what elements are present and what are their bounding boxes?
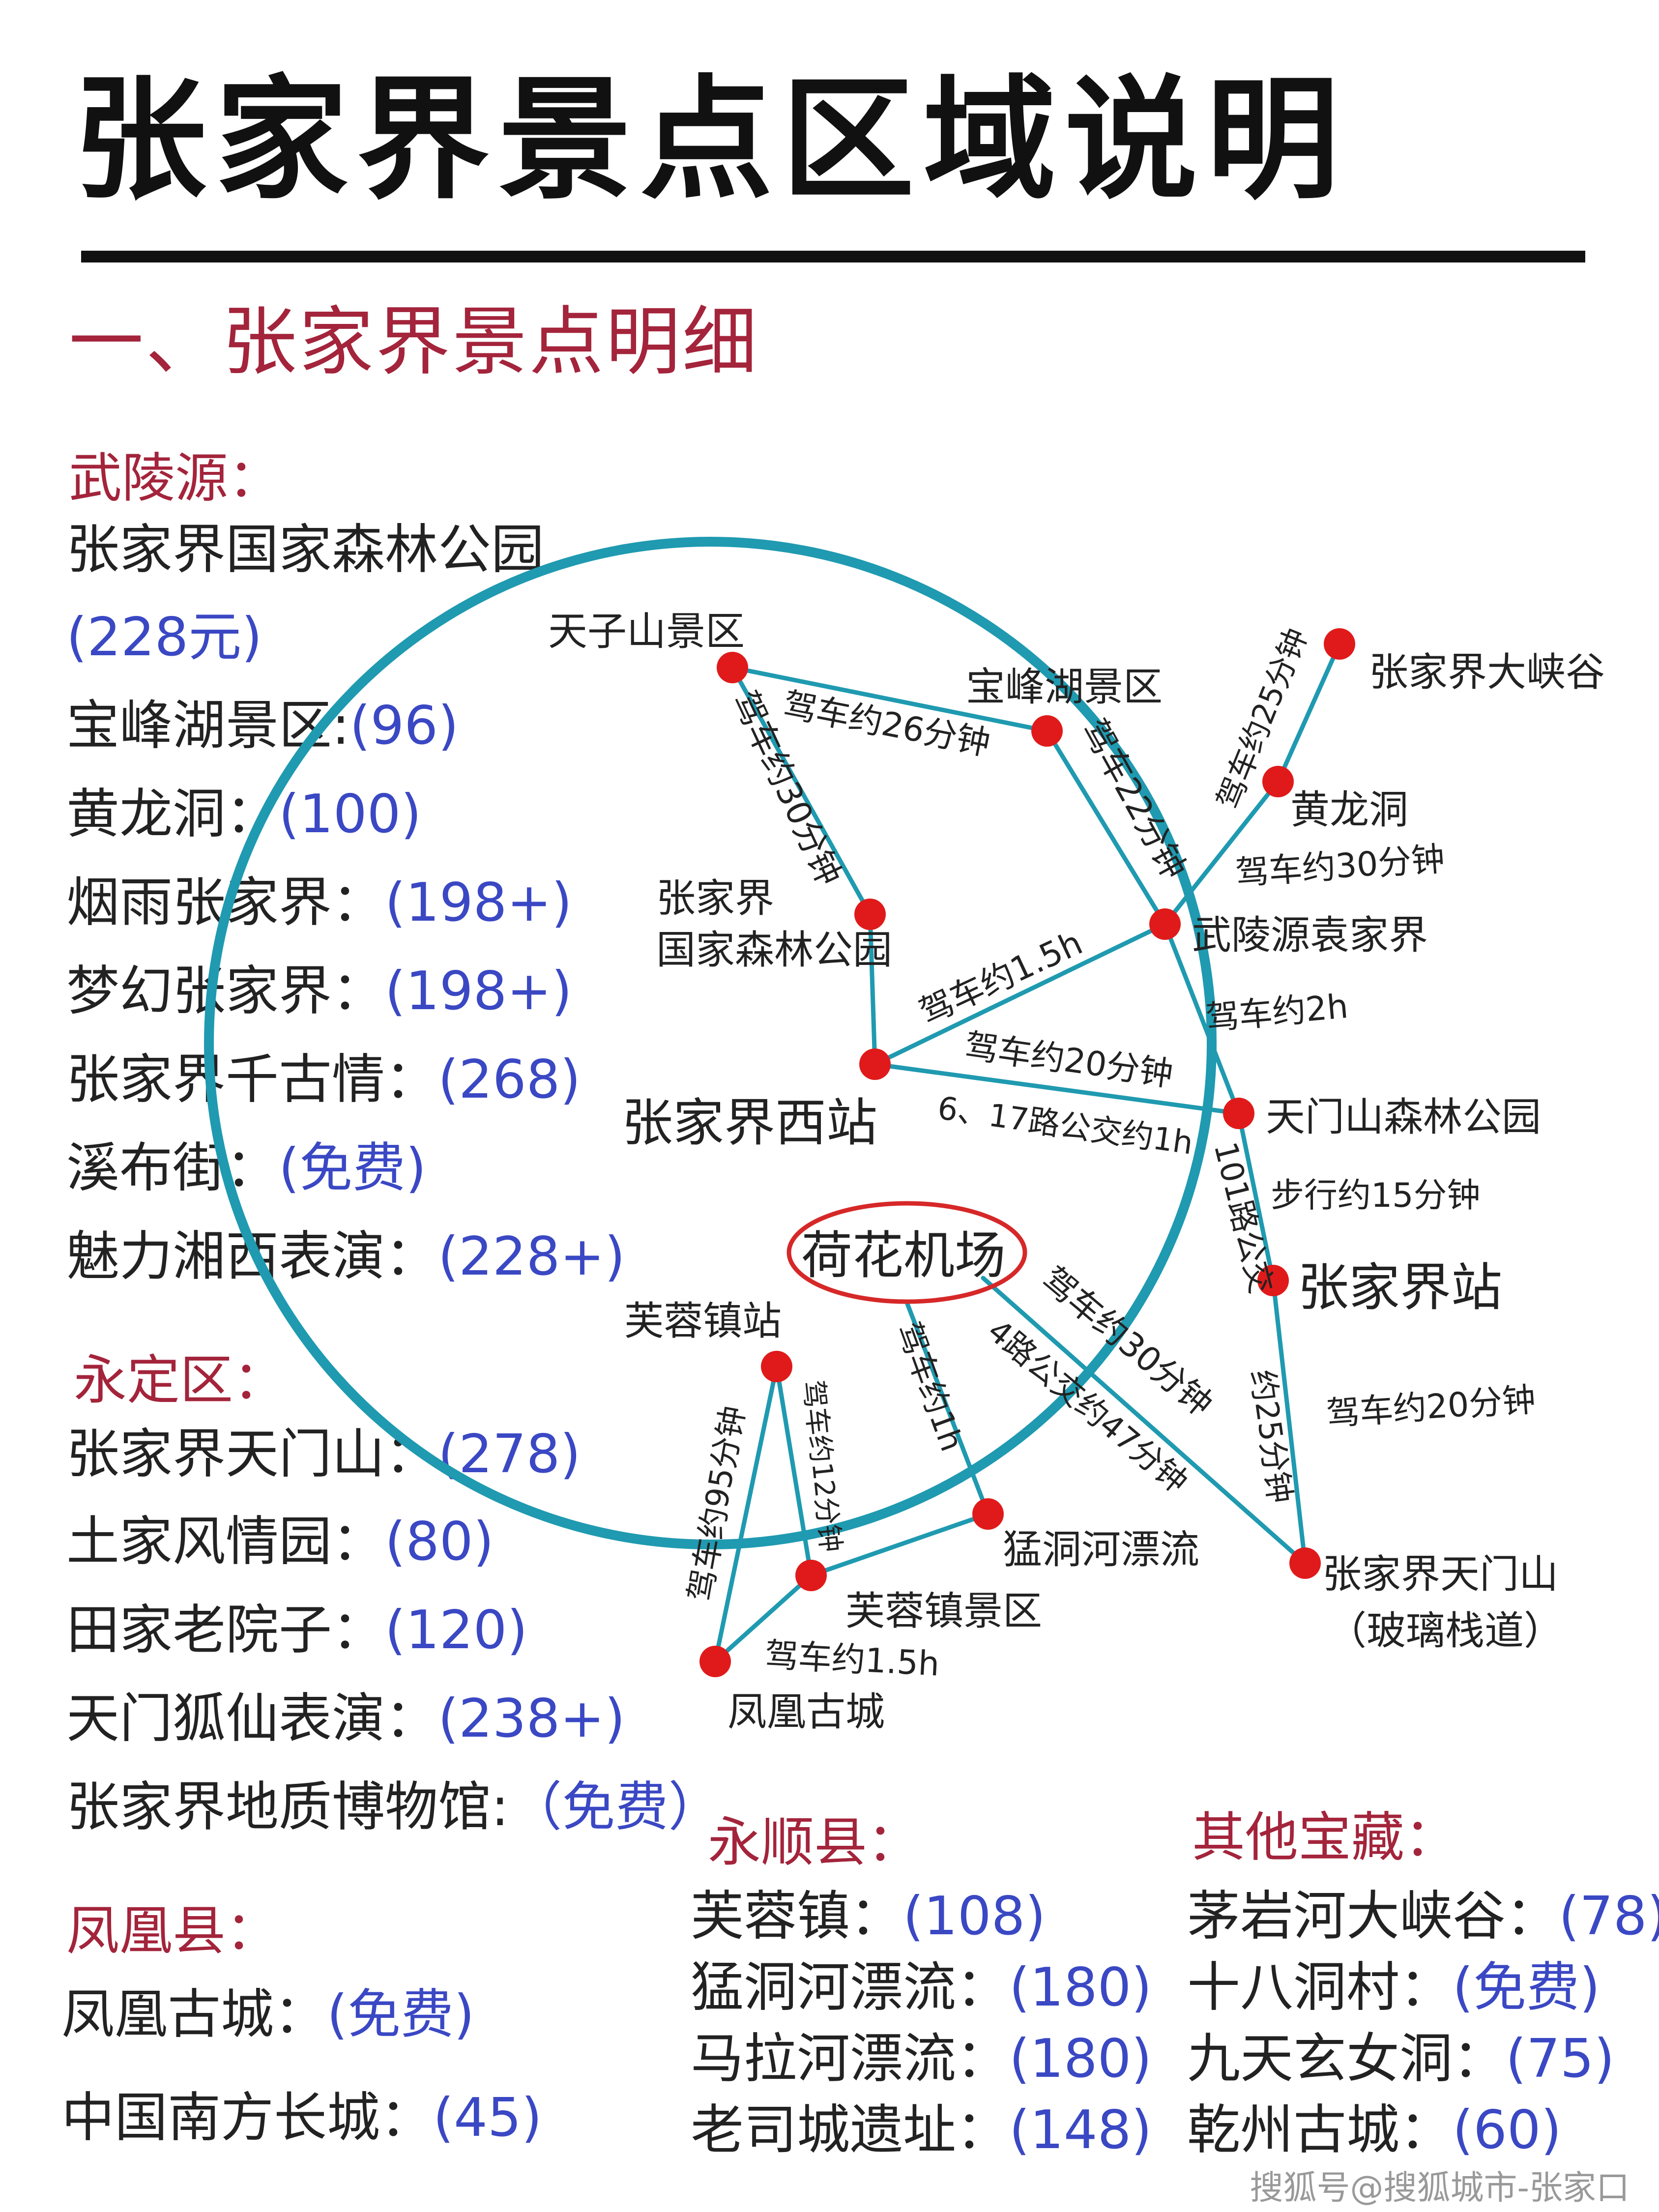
route-line — [981, 1276, 1308, 1566]
route-label: 驾车约95分钟 — [682, 1403, 753, 1604]
node-forest-park — [854, 899, 886, 930]
list-item: 马拉河漂流：(180) — [691, 2028, 1152, 2090]
list-item: 烟雨张家界：(198+) — [66, 872, 572, 933]
node-label: 天子山景区 — [548, 609, 745, 654]
node-label: 张家界西站 — [622, 1093, 877, 1153]
route-label: 驾车约1.5h — [764, 1636, 940, 1684]
node-label: 张家界 — [656, 875, 774, 921]
route-label: 101路公交 — [1206, 1138, 1279, 1297]
node-label: 国家森林公园 — [656, 927, 892, 973]
route-line — [730, 665, 873, 917]
page-title: 张家界景点区域说明 — [74, 62, 1348, 217]
route-line — [1276, 641, 1342, 784]
watermark: 搜狐号@搜狐城市-张家口 — [1250, 2169, 1630, 2208]
section-subtitle: 一、张家界景点明细 — [69, 298, 759, 385]
route-line — [868, 912, 877, 1067]
list-item: (228元) — [66, 607, 262, 668]
route-line — [904, 1300, 990, 1516]
list-item: 凤凰古城：(免费) — [61, 1984, 475, 2045]
node-mengdonghe — [972, 1498, 1004, 1530]
region-heading-yongding: 永定区： — [74, 1350, 287, 1411]
node-label: 猛洞河漂流 — [1003, 1527, 1199, 1572]
route-line — [809, 1512, 990, 1578]
route-label: 驾车约1h — [890, 1317, 970, 1456]
route-label: 驾车约20分钟 — [962, 1027, 1175, 1095]
node-label: 天门山森林公园 — [1266, 1094, 1541, 1140]
route-line — [730, 665, 1049, 733]
node-furong-station — [761, 1351, 792, 1382]
node-huanglongdong — [1262, 766, 1294, 797]
node-label: 宝峰湖景区 — [966, 664, 1163, 710]
list-item: 张家界地质博物馆:（免费） — [66, 1776, 722, 1838]
list-item: 溪布街：(免费) — [66, 1137, 427, 1199]
list-item: 黄龙洞：(100) — [66, 784, 422, 845]
node-fenghuang — [699, 1646, 731, 1677]
list-item: 老司城遗址：(148) — [691, 2099, 1152, 2161]
route-label: 驾车约1.5h — [914, 924, 1088, 1033]
node-label: （玻璃栈道） — [1327, 1608, 1563, 1654]
route-line — [1271, 1278, 1308, 1566]
route-line — [873, 922, 1167, 1067]
region-heading-wulingyuan: 武陵源： — [69, 448, 282, 509]
route-line — [1045, 728, 1167, 927]
route-line — [1236, 1111, 1276, 1283]
route-label: 步行约15分钟 — [1271, 1176, 1481, 1215]
node-label: 武陵源袁家界 — [1192, 912, 1428, 958]
route-label: 驾车约20分钟 — [1325, 1380, 1537, 1434]
list-item: 九天玄女洞：(75) — [1187, 2028, 1615, 2090]
node-zjj-station — [1257, 1265, 1289, 1296]
node-label: 芙蓉镇景区 — [845, 1588, 1042, 1634]
list-item: 中国南方长城：(45) — [61, 2087, 542, 2149]
node-xizhan — [859, 1048, 891, 1080]
node-baofenghu — [1031, 715, 1063, 747]
node-tianmen-forest — [1223, 1098, 1254, 1129]
route-line — [873, 1062, 1241, 1116]
list-item: 猛洞河漂流：(180) — [691, 1957, 1152, 2018]
route-line — [774, 1364, 814, 1578]
node-label: 黄龙洞 — [1290, 787, 1408, 833]
title-divider — [81, 251, 1585, 262]
region-heading-yongshun: 永顺县： — [708, 1812, 921, 1873]
route-label: 4路公交约47分钟 — [981, 1313, 1194, 1501]
node-label-airport: 荷花机场 — [801, 1225, 1006, 1285]
route-line — [1163, 922, 1241, 1116]
list-item: 梦幻张家界：(198+) — [66, 960, 572, 1022]
list-item: 芙蓉镇：(108) — [691, 1886, 1046, 1947]
list-item: 宝峰湖景区:(96) — [66, 695, 459, 757]
route-label: 驾车约30分钟 — [1234, 840, 1446, 893]
list-item: 乾州古城：(60) — [1187, 2099, 1562, 2161]
node-wulingyuan — [1149, 908, 1181, 940]
list-item: 张家界千古情：(268) — [66, 1049, 581, 1110]
route-label: 驾车约2h — [1204, 987, 1350, 1038]
list-item: 田家老院子：(120) — [66, 1600, 528, 1661]
node-label: 芙蓉镇站 — [624, 1298, 782, 1344]
list-item: 十八洞村：(免费) — [1187, 1957, 1601, 2018]
list-item: 茅岩河大峡谷：(78) — [1187, 1886, 1659, 1947]
region-heading-other: 其他宝藏： — [1192, 1807, 1458, 1868]
node-daxiagu — [1324, 628, 1355, 660]
node-label: 凤凰古城 — [728, 1689, 885, 1735]
region-heading-fenghuang: 凤凰县： — [66, 1900, 279, 1962]
route-line — [1163, 779, 1281, 927]
route-line — [713, 1364, 779, 1664]
route-line — [713, 1573, 814, 1664]
node-tianmenshan — [1289, 1547, 1321, 1579]
node-label: 张家界大峡谷 — [1369, 649, 1605, 695]
list-item: 土家风情园：(80) — [66, 1511, 494, 1572]
list-item: 张家界国家森林公园 — [66, 519, 545, 581]
node-label: 张家界站 — [1298, 1257, 1502, 1317]
node-label: 张家界天门山 — [1322, 1551, 1558, 1597]
list-item: 天门狐仙表演：(238+) — [66, 1688, 625, 1749]
route-label: 驾车22分钟 — [1074, 713, 1193, 886]
list-item: 张家界天门山：(278) — [66, 1424, 581, 1485]
airport-highlight-ring — [786, 1201, 1027, 1304]
route-label: 驾车约25分钟 — [1210, 623, 1314, 814]
node-tianzishan — [717, 652, 748, 683]
node-furong-scenic — [795, 1560, 827, 1591]
